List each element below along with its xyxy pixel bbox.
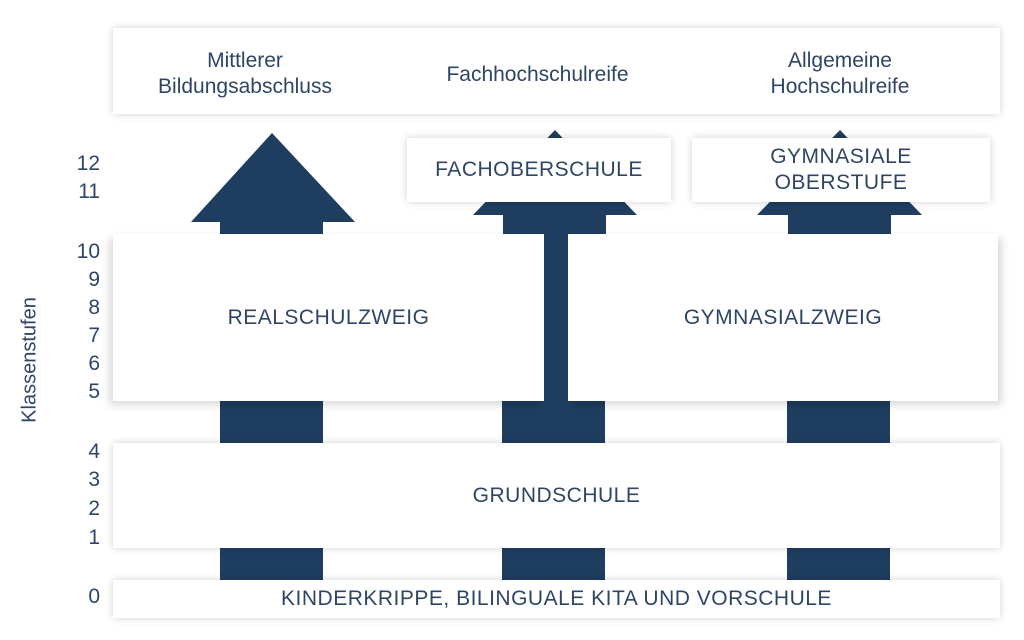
level-10: 10 <box>76 240 100 263</box>
kinderkrippe-box: KINDERKRIPPE, BILINGUALE KITA UND VORSCH… <box>113 580 1000 618</box>
realschulzweig-label: REALSCHULZWEIG <box>227 305 430 329</box>
y-axis-label: Klassenstufen <box>18 297 41 423</box>
fachoberschule-label: FACHOBERSCHULE <box>435 158 643 181</box>
gymnasialzweig-box: GYMNASIALZWEIG <box>568 234 998 401</box>
outcome-mittlerer-bildungsabschluss: Mittlerer Bildungsabschluss <box>158 49 332 98</box>
grundschule-label: GRUNDSCHULE <box>472 483 641 507</box>
outcome-allgemeine-hochschulreife: Allgemeine Hochschulreife <box>770 49 910 98</box>
level-6: 6 <box>88 352 100 375</box>
gymnasiale-oberstufe-label: GYMNASIALE OBERSTUFE <box>770 145 912 194</box>
level-5: 5 <box>88 380 100 403</box>
gymnasiale-oberstufe-box: GYMNASIALE OBERSTUFE <box>692 138 990 202</box>
level-9: 9 <box>88 268 100 291</box>
level-4: 4 <box>88 440 100 463</box>
arrow-left-head <box>191 133 355 222</box>
outcome-fachhochschulreife: Fachhochschulreife <box>446 63 629 86</box>
arrow-stub-left-mid <box>220 395 323 443</box>
grundschule-box: GRUNDSCHULE <box>113 443 1000 548</box>
level-8: 8 <box>88 296 100 319</box>
outcomes-bar <box>113 28 1000 114</box>
fachoberschule-box: FACHOBERSCHULE <box>407 138 671 202</box>
level-12: 12 <box>76 152 100 175</box>
level-1: 1 <box>88 526 100 549</box>
level-2: 2 <box>88 497 100 520</box>
arrow-stub-right-mid <box>787 395 890 443</box>
realschulzweig-box: REALSCHULZWEIG <box>113 234 544 401</box>
level-11: 11 <box>78 180 100 203</box>
kinderkrippe-label: KINDERKRIPPE, BILINGUALE KITA UND VORSCH… <box>281 587 832 610</box>
level-3: 3 <box>88 468 100 491</box>
level-0: 0 <box>88 585 100 608</box>
level-7: 7 <box>88 324 100 347</box>
arrow-center-shaft <box>544 225 568 405</box>
gymnasialzweig-label: GYMNASIALZWEIG <box>683 305 883 329</box>
